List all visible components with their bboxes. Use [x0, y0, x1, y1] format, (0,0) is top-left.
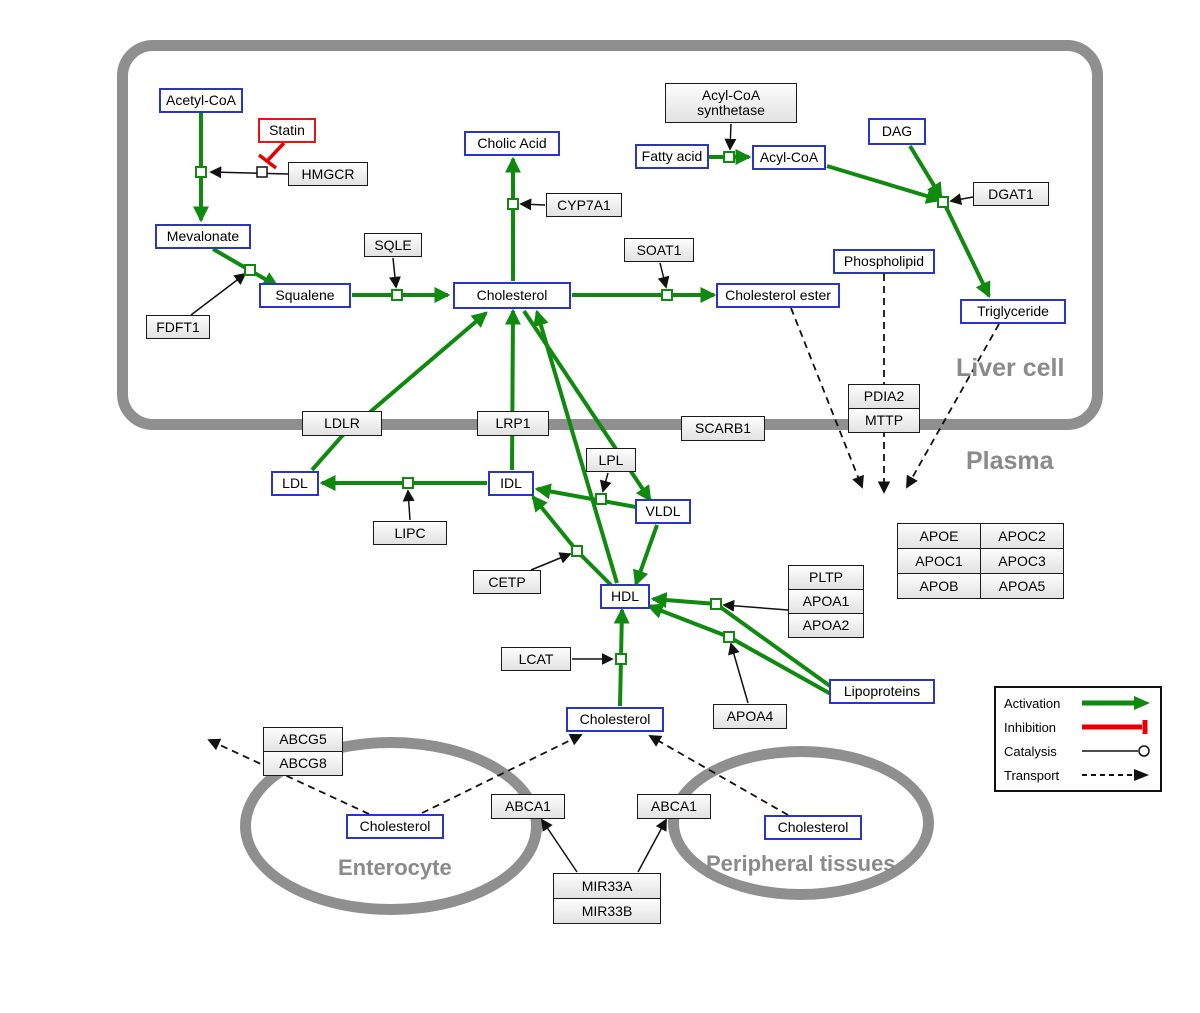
catalysis-lipc	[402, 489, 415, 521]
node-cholesterol-enterocyte[interactable]: Cholesterol	[346, 813, 444, 839]
peripheral-tissues-label: Peripheral tissues	[706, 851, 896, 876]
node-cholesterol-plasma[interactable]: Cholesterol	[566, 706, 664, 732]
legend-row-transport: Transport	[1004, 767, 1152, 783]
node-acyl-coa[interactable]: Acyl-CoA	[752, 144, 826, 170]
legend-row-activation: Activation	[1004, 695, 1152, 711]
node-acyl-coa-synthetase[interactable]: Acyl-CoA synthetase	[665, 83, 797, 123]
legend-row-catalysis: Catalysis	[1004, 743, 1152, 759]
node-lcat[interactable]: LCAT	[501, 647, 571, 671]
node-cetp[interactable]: CETP	[473, 570, 541, 594]
node-phospholipid[interactable]: Phospholipid	[833, 248, 935, 274]
node-apoa5[interactable]: APOA5	[980, 573, 1064, 599]
node-apoa1[interactable]: APOA1	[788, 588, 864, 614]
node-abca1-peripheral[interactable]: ABCA1	[637, 793, 711, 819]
legend-inhibition-label: Inhibition	[1004, 719, 1057, 735]
node-apoe[interactable]: APOE	[897, 523, 981, 549]
node-vldl[interactable]: VLDL	[635, 498, 691, 524]
node-soat1[interactable]: SOAT1	[624, 238, 694, 262]
legend-activation-label: Activation	[1004, 695, 1061, 711]
node-abcg5[interactable]: ABCG5	[263, 726, 343, 752]
reaction-node-idl-to-ldl	[402, 477, 414, 489]
node-acetyl-coa[interactable]: Acetyl-CoA	[159, 87, 243, 113]
node-statin[interactable]: Statin	[258, 117, 316, 143]
plasma-label: Plasma	[966, 447, 1054, 475]
peripheral-tissues-compartment	[668, 746, 934, 900]
enterocyte-compartment	[240, 737, 542, 915]
reaction-node-cetp	[571, 545, 583, 557]
node-dag[interactable]: DAG	[868, 117, 926, 145]
reaction-node-lcat	[615, 653, 627, 665]
regulation-mir33-to-abca1-enterocyte	[540, 818, 578, 873]
node-apoc2[interactable]: APOC2	[980, 523, 1064, 549]
node-cholic-acid[interactable]: Cholic Acid	[464, 130, 560, 156]
node-cholesterol-liver[interactable]: Cholesterol	[453, 281, 571, 309]
node-fdft1[interactable]: FDFT1	[146, 315, 210, 339]
node-apoc1[interactable]: APOC1	[897, 548, 981, 574]
node-apoa4[interactable]: APOA4	[713, 703, 787, 729]
node-cyp7a1[interactable]: CYP7A1	[546, 193, 622, 217]
reaction-node-hdl-maturation-2	[723, 631, 735, 643]
catalysis-circle-icon	[1082, 745, 1150, 757]
node-idl[interactable]: IDL	[488, 470, 534, 496]
node-hmgcr[interactable]: HMGCR	[288, 162, 368, 186]
edge-vldl-to-hdl	[633, 524, 659, 587]
node-triglyceride[interactable]: Triglyceride	[960, 298, 1066, 324]
edge-cholesterol-plasma-to-hdl	[613, 607, 630, 707]
node-lrp1[interactable]: LRP1	[477, 410, 549, 436]
transport-arrow-icon	[1082, 769, 1149, 781]
node-ldl[interactable]: LDL	[271, 470, 319, 496]
node-hdl[interactable]: HDL	[600, 583, 650, 609]
node-apoa2[interactable]: APOA2	[788, 612, 864, 638]
node-mevalonate[interactable]: Mevalonate	[155, 223, 251, 249]
regulation-mir33-to-abca1-peripheral	[637, 818, 667, 873]
legend: Activation Inhibition Catalysis Transpor…	[994, 686, 1162, 792]
liver-cell-label: Liver cell	[956, 354, 1065, 382]
node-squalene[interactable]: Squalene	[259, 282, 351, 308]
inhibition-bar-icon	[1082, 720, 1148, 734]
node-mir33b[interactable]: MIR33B	[553, 898, 661, 924]
reaction-node-vldl-to-idl	[595, 493, 607, 505]
node-mir33a[interactable]: MIR33A	[553, 873, 661, 899]
node-mttp[interactable]: MTTP	[848, 407, 920, 433]
node-ldlr[interactable]: LDLR	[302, 410, 382, 436]
node-cholesterol-peripheral[interactable]: Cholesterol	[764, 814, 862, 840]
reaction-node-hdl-maturation-1	[710, 598, 722, 610]
catalysis-pltp-apoa1-apoa2	[722, 599, 789, 612]
node-lipc[interactable]: LIPC	[373, 521, 447, 545]
edge-hdl-to-idl-via-cetp	[531, 495, 613, 587]
legend-catalysis-label: Catalysis	[1004, 743, 1057, 759]
legend-row-inhibition: Inhibition	[1004, 719, 1152, 735]
node-apoc3[interactable]: APOC3	[980, 548, 1064, 574]
node-abcg8[interactable]: ABCG8	[263, 750, 343, 776]
node-sqle[interactable]: SQLE	[364, 233, 422, 257]
node-scarb1[interactable]: SCARB1	[681, 415, 765, 441]
node-dgat1[interactable]: DGAT1	[973, 182, 1049, 206]
node-pdia2[interactable]: PDIA2	[848, 383, 920, 409]
node-pltp[interactable]: PLTP	[788, 564, 864, 590]
enterocyte-label: Enterocyte	[338, 855, 452, 880]
legend-transport-label: Transport	[1004, 767, 1060, 783]
node-fatty-acid[interactable]: Fatty acid	[635, 143, 709, 169]
catalysis-apoa4	[728, 642, 749, 704]
catalysis-lpl	[599, 472, 612, 493]
activation-arrow-icon	[1082, 696, 1150, 710]
catalysis-cetp	[530, 552, 572, 571]
node-lipoproteins[interactable]: Lipoproteins	[829, 678, 935, 704]
edge-vldl-to-idl	[534, 483, 637, 509]
node-apob[interactable]: APOB	[897, 573, 981, 599]
node-abca1-enterocyte[interactable]: ABCA1	[491, 793, 565, 819]
node-cholesterol-ester[interactable]: Cholesterol ester	[716, 282, 840, 308]
node-lpl[interactable]: LPL	[586, 448, 636, 472]
